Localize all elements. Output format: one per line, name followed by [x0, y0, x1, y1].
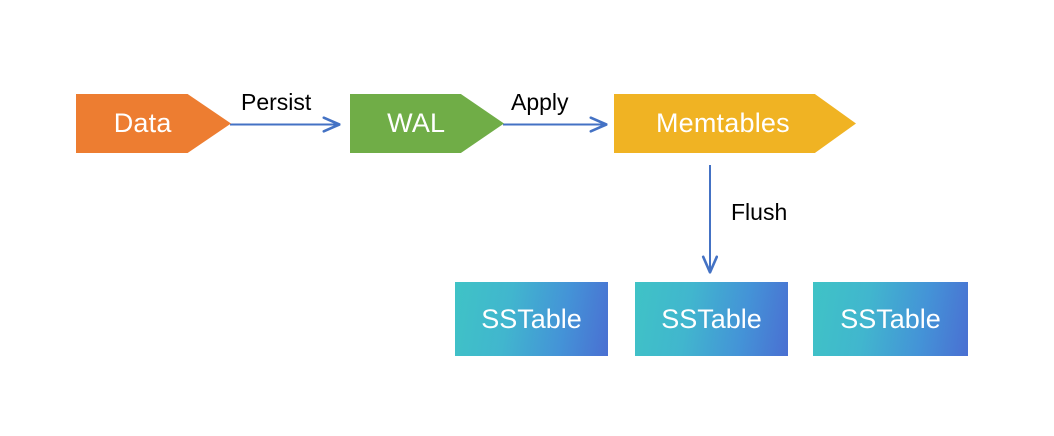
- node-sstable-2-label: SSTable: [661, 303, 762, 334]
- node-data[interactable]: Data: [76, 94, 231, 153]
- node-wal[interactable]: WAL: [350, 94, 504, 153]
- node-memtables[interactable]: Memtables: [614, 94, 856, 153]
- edge-label-persist: Persist: [241, 89, 312, 115]
- node-sstable-2[interactable]: SSTable: [635, 282, 788, 356]
- node-sstable-3[interactable]: SSTable: [813, 282, 968, 356]
- node-sstable-1[interactable]: SSTable: [455, 282, 608, 356]
- node-sstable-1-label: SSTable: [481, 303, 582, 334]
- edge-label-apply: Apply: [511, 89, 569, 115]
- node-memtables-label: Memtables: [655, 108, 790, 138]
- node-data-label: Data: [113, 108, 172, 138]
- edge-label-flush: Flush: [731, 199, 788, 225]
- node-sstable-3-label: SSTable: [840, 303, 941, 334]
- node-wal-label: WAL: [387, 108, 446, 138]
